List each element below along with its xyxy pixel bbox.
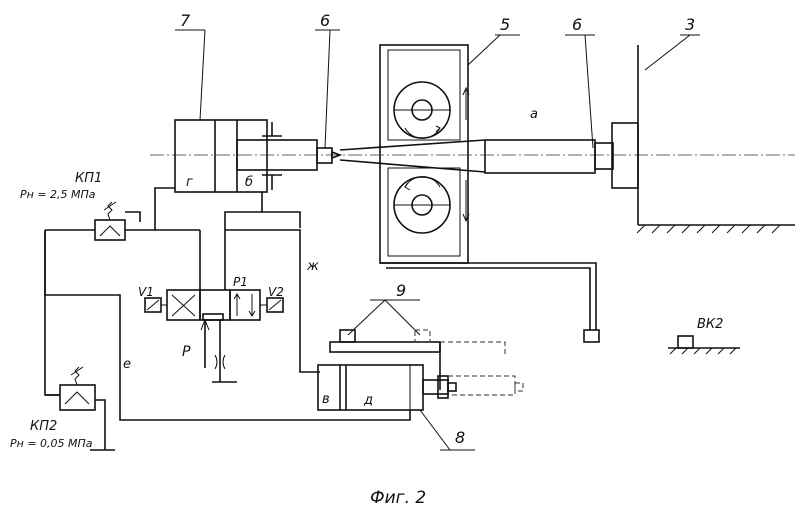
figure-caption: Фиг. 2 [370, 488, 426, 508]
kp1-pressure: Pн = 2,5 МПа [20, 188, 96, 201]
kp2-label: КП2 [30, 419, 57, 434]
p-label: P [182, 344, 191, 360]
callout-8: 8 [455, 428, 465, 447]
hydraulic-lines [44, 187, 411, 421]
line-zh-label: ж [306, 259, 319, 274]
roll-stand-5 [379, 44, 600, 343]
callout-9-leader [347, 299, 421, 336]
kp2-pressure: Pн = 0,05 МПа [10, 437, 93, 450]
line-e-label: е [123, 357, 131, 372]
p1-label: P1 [233, 275, 248, 289]
callout-leaders [175, 29, 700, 149]
callout-7: 7 [180, 11, 191, 30]
v1-label: V1 [138, 285, 154, 299]
chamber-b-label: б [245, 175, 253, 190]
relief-valve-kp2 [45, 366, 115, 451]
cylinder-7 [174, 119, 333, 193]
workpiece-a-label: а [530, 107, 538, 122]
vk2-label: ВК2 [697, 317, 723, 332]
workpiece [331, 139, 614, 174]
callout-8-leader [419, 409, 475, 451]
chamber-g-label: г [186, 175, 193, 190]
directional-valve-p1 [144, 289, 284, 383]
spindle-3 [611, 45, 795, 234]
kp1-label: КП1 [75, 171, 102, 186]
callout-5: 5 [500, 15, 510, 34]
chamber-d-label: д [363, 393, 373, 408]
callout-9: 9 [396, 281, 406, 300]
v2-label: V2 [268, 285, 284, 299]
callout-6-right: 6 [572, 15, 582, 34]
cylinder-8 [317, 329, 524, 411]
relief-valve-kp1 [94, 201, 141, 241]
chamber-v-label: в [322, 392, 330, 407]
callout-3: 3 [685, 15, 695, 34]
callout-6-left: 6 [320, 11, 330, 30]
limit-switch-vk2 [668, 335, 740, 355]
